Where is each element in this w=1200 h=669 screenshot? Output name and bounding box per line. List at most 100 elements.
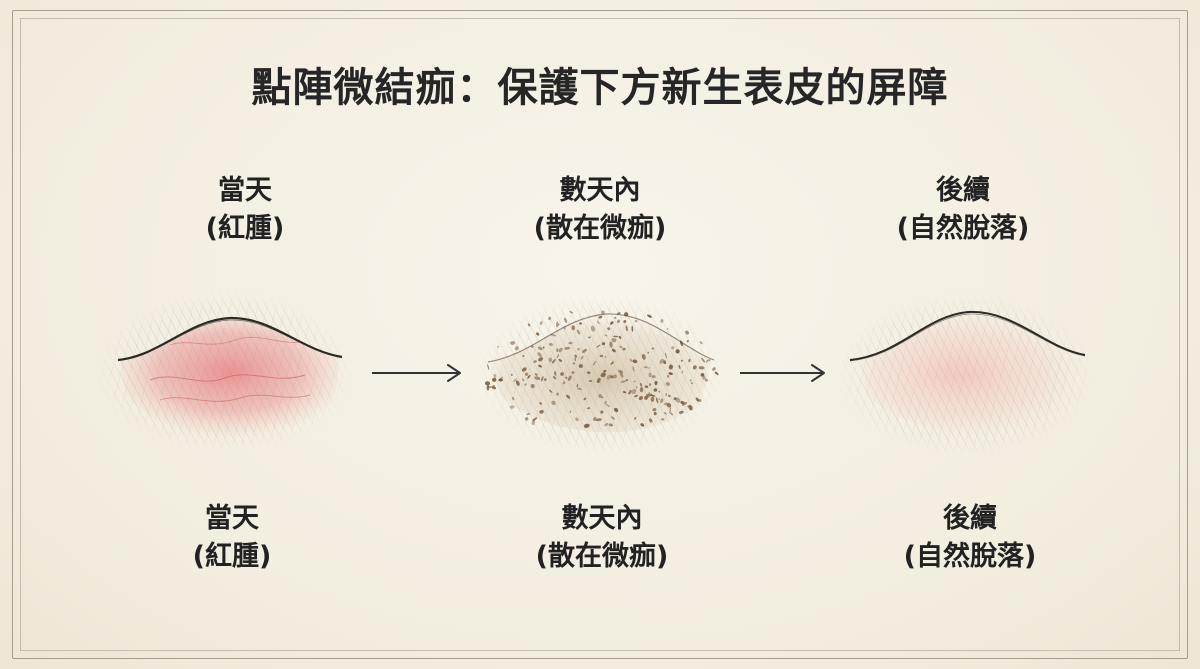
crust-dot <box>665 392 667 397</box>
crust-dot <box>522 378 525 382</box>
crust-dot <box>590 325 595 332</box>
crust-dot <box>531 419 535 426</box>
crust-dot <box>688 358 691 363</box>
crust-dot <box>548 342 554 346</box>
crust-dot <box>705 359 709 363</box>
crust-dot <box>698 366 705 370</box>
crust-dot <box>631 325 634 332</box>
crust-dot <box>631 388 637 395</box>
crust-dot <box>548 316 551 321</box>
crust-dot <box>610 375 614 379</box>
crust-dot <box>622 347 626 351</box>
crust-dot <box>635 386 638 389</box>
stage-1-detail: (紅腫) <box>205 213 285 244</box>
stage-3-name: 後續 <box>936 175 990 206</box>
crust-dot <box>675 349 680 354</box>
crust-dot <box>640 423 645 427</box>
crust-dot <box>492 385 495 388</box>
stage-3-bottom-label: 後續 (自然脫落) <box>840 500 1100 576</box>
crust-dot <box>572 362 576 365</box>
crust-dot <box>579 322 582 325</box>
crust-dot <box>647 351 650 354</box>
crust-dot <box>583 397 587 401</box>
crust-dot <box>533 360 537 363</box>
crust-dot <box>562 381 566 385</box>
crust-dot <box>604 355 607 358</box>
crust-dot <box>612 335 619 338</box>
crust-dot <box>618 369 624 374</box>
stage-3-detail-bottom: (自然脫落) <box>903 541 1037 572</box>
crust-dot <box>550 333 557 337</box>
crust-dot <box>588 336 591 339</box>
crust-dot <box>618 335 622 339</box>
crust-dot <box>527 323 531 327</box>
crust-dot <box>577 347 580 351</box>
crust-dot <box>648 383 652 386</box>
stage-3-detail: (自然脫落) <box>896 213 1030 244</box>
crust-dot <box>699 341 703 345</box>
crust-dot <box>617 319 620 324</box>
crust-dot <box>527 374 531 379</box>
crust-dot <box>685 330 689 335</box>
crust-dot <box>700 373 705 377</box>
crust-dot <box>674 397 681 403</box>
crust-dot <box>558 359 563 362</box>
crust-dot <box>658 398 660 400</box>
crust-dot <box>660 319 664 323</box>
crust-dot <box>606 374 612 380</box>
stage-2-bottom-label: 數天內 (散在微痂) <box>472 500 732 576</box>
crust-dot <box>667 394 671 398</box>
crust-dot <box>567 375 572 382</box>
crust-dot <box>610 321 614 325</box>
crust-dot <box>534 373 538 376</box>
crust-dot <box>525 417 529 421</box>
stage-1-skin-illustration <box>95 290 355 454</box>
crust-dot <box>669 407 671 413</box>
crust-dot <box>660 418 665 421</box>
diagram-title: 點陣微結痂：保護下方新生表皮的屏障 <box>251 65 949 111</box>
crust-dot <box>576 329 581 335</box>
crust-dot <box>560 372 564 376</box>
outer-border <box>12 10 1188 659</box>
crust-dot <box>625 378 628 382</box>
stage-2-skin-illustration <box>475 293 725 457</box>
crust-dot <box>641 353 646 360</box>
crust-dot <box>582 348 587 353</box>
crust-dot <box>665 352 667 359</box>
crust-dot <box>648 392 651 396</box>
crust-dot <box>600 310 605 315</box>
crust-dot <box>565 376 568 379</box>
crust-dot <box>596 344 601 348</box>
crust-dot <box>653 411 657 416</box>
crust-dot <box>660 398 664 403</box>
micro-crust-dots <box>484 310 719 428</box>
crust-dot <box>555 321 559 328</box>
stage-2-detail-bottom: (散在微痂) <box>535 541 669 572</box>
crust-dot <box>702 376 706 380</box>
crust-dot <box>601 342 606 346</box>
crust-dot <box>648 367 651 369</box>
crust-dot <box>632 366 635 372</box>
crust-dot <box>539 321 543 325</box>
crust-dot <box>666 328 669 330</box>
crust-dot <box>653 388 658 392</box>
crust-dot <box>612 374 617 379</box>
crust-dot <box>611 416 615 420</box>
crust-dot <box>538 357 544 362</box>
crust-dot <box>604 334 608 337</box>
crust-dot <box>623 320 627 323</box>
crust-dot <box>571 325 576 331</box>
crust-dot <box>551 358 556 364</box>
crust-dot <box>578 364 583 368</box>
crust-dot <box>643 366 648 369</box>
crust-dot <box>597 320 600 325</box>
stage-1-name-bottom: 當天 <box>205 503 259 534</box>
crust-dot <box>537 352 542 358</box>
crust-dot <box>571 371 575 374</box>
crust-dot <box>554 371 557 376</box>
crust-dot <box>654 381 658 385</box>
crust-dot <box>558 347 563 353</box>
crust-dot <box>524 383 527 386</box>
inner-border <box>20 18 1180 651</box>
